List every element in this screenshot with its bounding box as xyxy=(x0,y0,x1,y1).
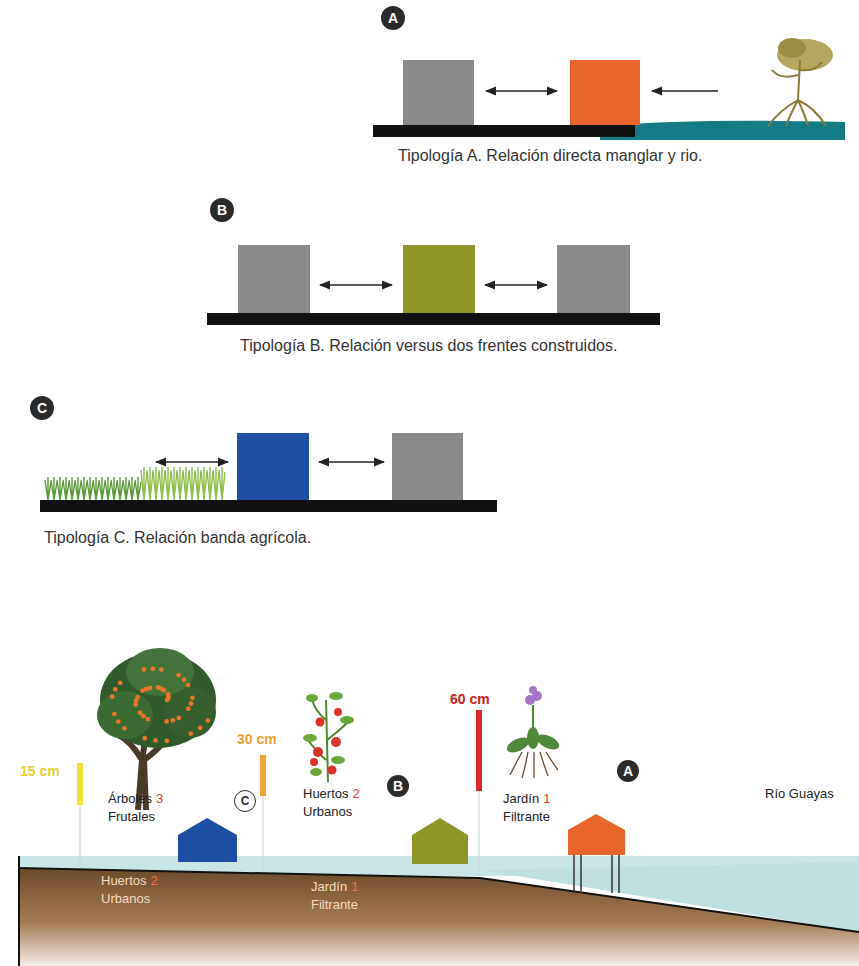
callout-circle: B xyxy=(210,198,234,222)
callout-letter: C xyxy=(37,401,47,415)
mangrove xyxy=(768,38,833,126)
callout-circle: A xyxy=(381,6,405,30)
callout-letter: C xyxy=(241,795,250,807)
callout-number: 2 xyxy=(353,787,360,802)
zone-label: Huertos xyxy=(303,787,349,802)
zone-label: Filtrante xyxy=(503,810,550,825)
typology-b xyxy=(207,245,660,325)
callout-number: 2 xyxy=(151,874,158,889)
callout-circle: C xyxy=(234,790,256,812)
section xyxy=(18,648,859,966)
zone-label: Filtrante xyxy=(311,898,358,913)
dimension-label: 60 cm xyxy=(450,691,490,707)
zone-label: Jardín xyxy=(311,880,347,895)
zone-label: Urbanos xyxy=(101,892,150,907)
typology-caption: Tipología A. Relación directa manglar y … xyxy=(398,147,702,165)
zone-label: Jardín xyxy=(503,792,539,807)
crop-band xyxy=(45,467,225,500)
callout-circle: B xyxy=(387,775,409,797)
callout-letter: A xyxy=(388,11,398,25)
water-hyacinth xyxy=(505,686,562,778)
dimension-label: 30 cm xyxy=(237,731,277,747)
callout-number: 1 xyxy=(351,880,358,895)
zone-label: Huertos xyxy=(101,874,147,889)
callout-letter: B xyxy=(393,779,403,793)
callout-number: 3 xyxy=(156,792,163,807)
zone-label: Urbanos xyxy=(303,805,352,820)
callout-circle: A xyxy=(617,760,639,782)
tomato-plant xyxy=(303,692,354,782)
fruit-tree xyxy=(97,648,216,810)
callout-letter: A xyxy=(623,764,633,778)
typology-caption: Tipología C. Relación banda agrícola. xyxy=(44,529,311,547)
typology-a xyxy=(373,38,845,140)
callout-circle: C xyxy=(30,396,54,420)
dimension-label: 15 cm xyxy=(20,763,60,779)
callout-number: 1 xyxy=(543,792,550,807)
zone-label: Árboles xyxy=(108,792,152,807)
zone-label: Frutales xyxy=(108,810,155,825)
callout-letter: B xyxy=(217,203,227,217)
river-name: Río Guayas xyxy=(765,787,834,802)
typology-caption: Tipología B. Relación versus dos frentes… xyxy=(240,337,617,355)
typology-c xyxy=(40,433,497,512)
